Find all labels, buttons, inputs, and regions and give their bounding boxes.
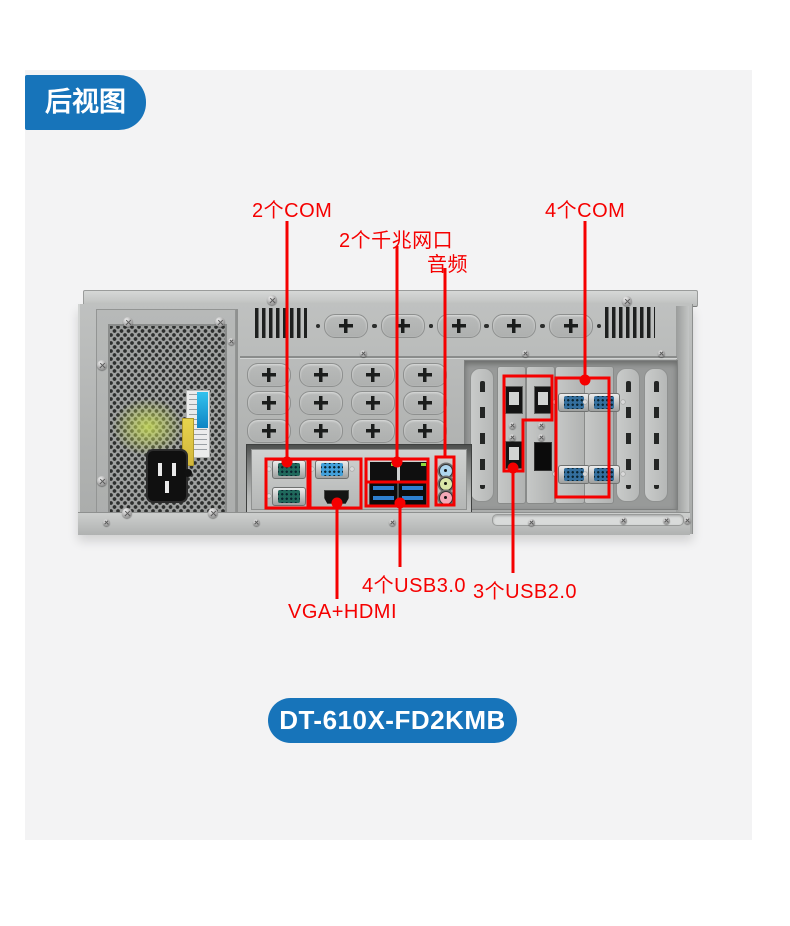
screw <box>509 434 516 441</box>
callout-vga-hdmi: VGA+HDMI <box>288 601 398 623</box>
knockout <box>351 391 395 415</box>
screw <box>538 422 545 429</box>
knockout <box>373 314 433 338</box>
screw <box>123 317 133 327</box>
com-port <box>267 487 311 506</box>
screw <box>267 295 277 305</box>
callout-usb2: 3个USB2.0 <box>473 581 578 603</box>
chassis-fold-line <box>240 356 677 359</box>
knockout <box>247 419 291 443</box>
screw <box>622 296 632 306</box>
psu-wattage-label <box>197 392 208 428</box>
callout-usb3: 4个USB3.0 <box>362 575 467 597</box>
vga-port <box>310 460 354 479</box>
knockout <box>299 391 343 415</box>
knockout <box>247 363 291 387</box>
knockout <box>247 391 291 415</box>
slot-cover <box>644 368 668 502</box>
screw <box>538 434 545 441</box>
chassis-bottom-rail <box>492 514 684 526</box>
screw <box>208 508 218 518</box>
screw <box>360 350 367 357</box>
knockout <box>403 419 447 443</box>
vent-slots-left <box>255 308 307 338</box>
hdmi-port <box>324 490 349 504</box>
slot-cover <box>470 368 494 502</box>
screw <box>103 519 110 526</box>
screw <box>97 360 107 370</box>
callout-com4: 4个COM <box>545 200 626 222</box>
screw <box>509 422 516 429</box>
audio-jack-linein <box>439 464 453 478</box>
chassis-side-wall <box>676 306 689 532</box>
slot-cover <box>616 368 640 502</box>
knockout <box>429 314 489 338</box>
screw <box>663 517 670 524</box>
knockout <box>403 363 447 387</box>
knockout <box>351 419 395 443</box>
knockout <box>403 391 447 415</box>
chassis-seam <box>236 309 238 513</box>
com-port <box>267 460 311 479</box>
callout-audio: 音频 <box>427 254 468 276</box>
knockout <box>484 314 544 338</box>
usb3-ports <box>398 482 427 506</box>
knockout <box>541 314 601 338</box>
audio-jack-mic <box>439 491 453 505</box>
screw <box>528 519 535 526</box>
knockout <box>351 363 395 387</box>
knockout <box>299 419 343 443</box>
view-title-badge: 后视图 <box>25 75 146 130</box>
psu-switch-dot <box>184 469 192 477</box>
usb2-port <box>505 386 523 414</box>
knockout <box>299 363 343 387</box>
screw <box>228 338 235 345</box>
card-connector <box>534 442 552 471</box>
screw <box>389 519 396 526</box>
com-port <box>583 393 625 412</box>
screw <box>620 517 627 524</box>
screw <box>658 350 665 357</box>
screw <box>97 476 107 486</box>
screw <box>522 350 529 357</box>
screw <box>253 519 260 526</box>
screw <box>684 517 691 524</box>
ac-power-inlet <box>146 449 188 503</box>
audio-jack-lineout <box>439 477 453 491</box>
screw <box>122 508 132 518</box>
vent-slots-right <box>605 307 655 338</box>
com-port <box>583 465 625 484</box>
callout-lan: 2个千兆网口 <box>339 230 454 252</box>
callout-com2: 2个COM <box>252 200 333 222</box>
usb3-ports <box>369 482 398 506</box>
knockout <box>316 314 376 338</box>
usb2-port <box>534 386 552 414</box>
usb2-port <box>505 441 523 469</box>
model-number-badge: DT-610X-FD2KMB <box>268 698 517 743</box>
psu-interior-glow <box>112 398 184 456</box>
screw <box>215 317 225 327</box>
